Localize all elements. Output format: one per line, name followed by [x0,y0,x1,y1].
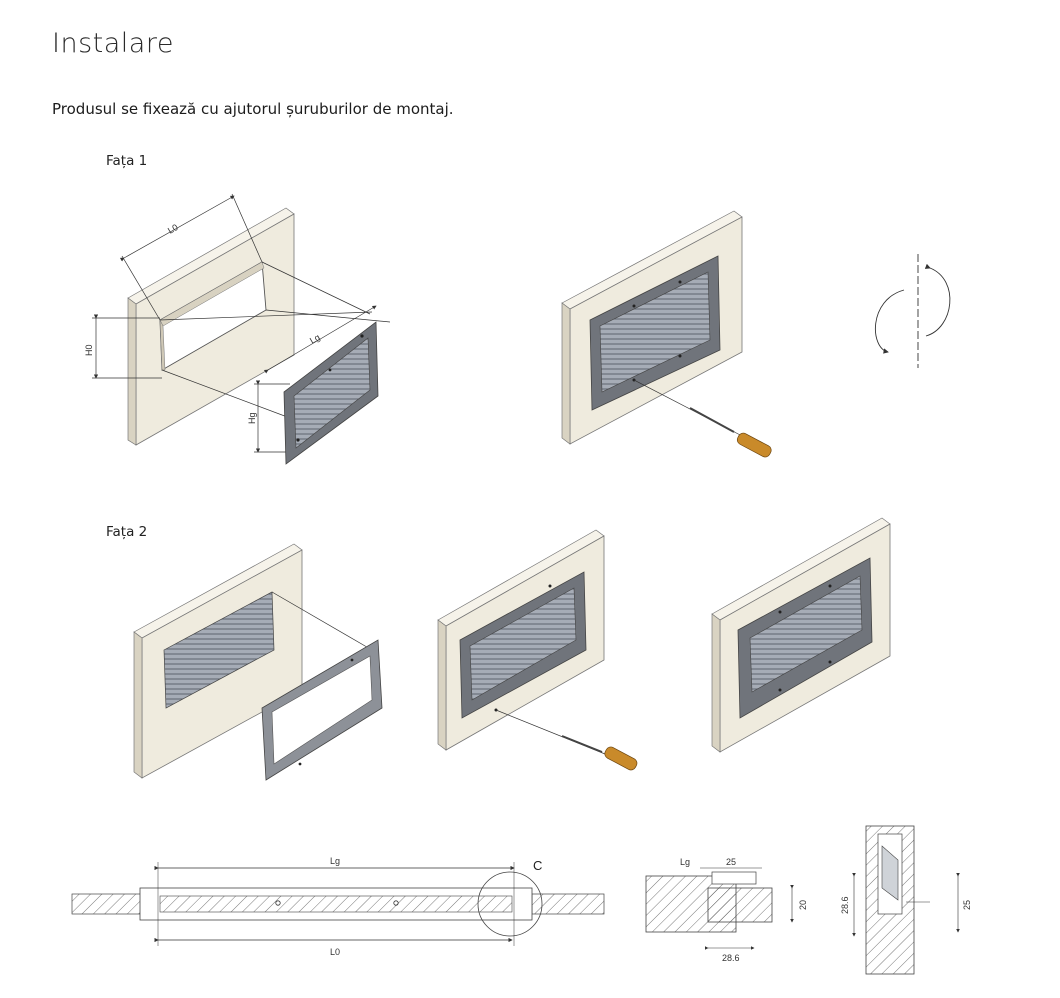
side1-installed-panel [561,210,772,458]
section-dim-Lg: Lg [330,856,340,866]
dim-L0: L0 [166,222,180,236]
detail-dim-28-6-bottom: 28.6 [722,953,740,963]
side1-dimensions [92,193,391,453]
detail-dim-20: 20 [798,900,808,910]
section-dim-L0: L0 [330,947,340,957]
side2-panel-grille-removal [133,543,383,781]
detail-c-view [645,867,794,950]
dim-Hg: Hg [247,412,257,424]
detail-dim-25: 25 [726,857,736,867]
page-title: Instalare [52,28,174,59]
side-2-label: Fața 2 [106,524,148,540]
side1-wall-panel [127,207,295,446]
dim-H0: H0 [84,344,94,356]
intro-text: Produsul se fixează cu ajutorul șuruburi… [52,100,454,118]
detail-dim-25-side: 25 [962,900,972,910]
side2-panel-screw [437,529,638,771]
side1-grille [283,321,379,465]
detail-dim-Lg: Lg [680,857,690,867]
section-view [71,862,605,946]
detail-dim-28-6-side: 28.6 [840,896,850,914]
detail-side-view [852,825,960,975]
side2-panel-final [711,517,891,753]
side-1-label: Fața 1 [106,153,148,169]
dim-Lg: Lg [308,332,322,346]
rotate-symbol [874,254,951,368]
detail-tag-C: C [533,858,542,873]
